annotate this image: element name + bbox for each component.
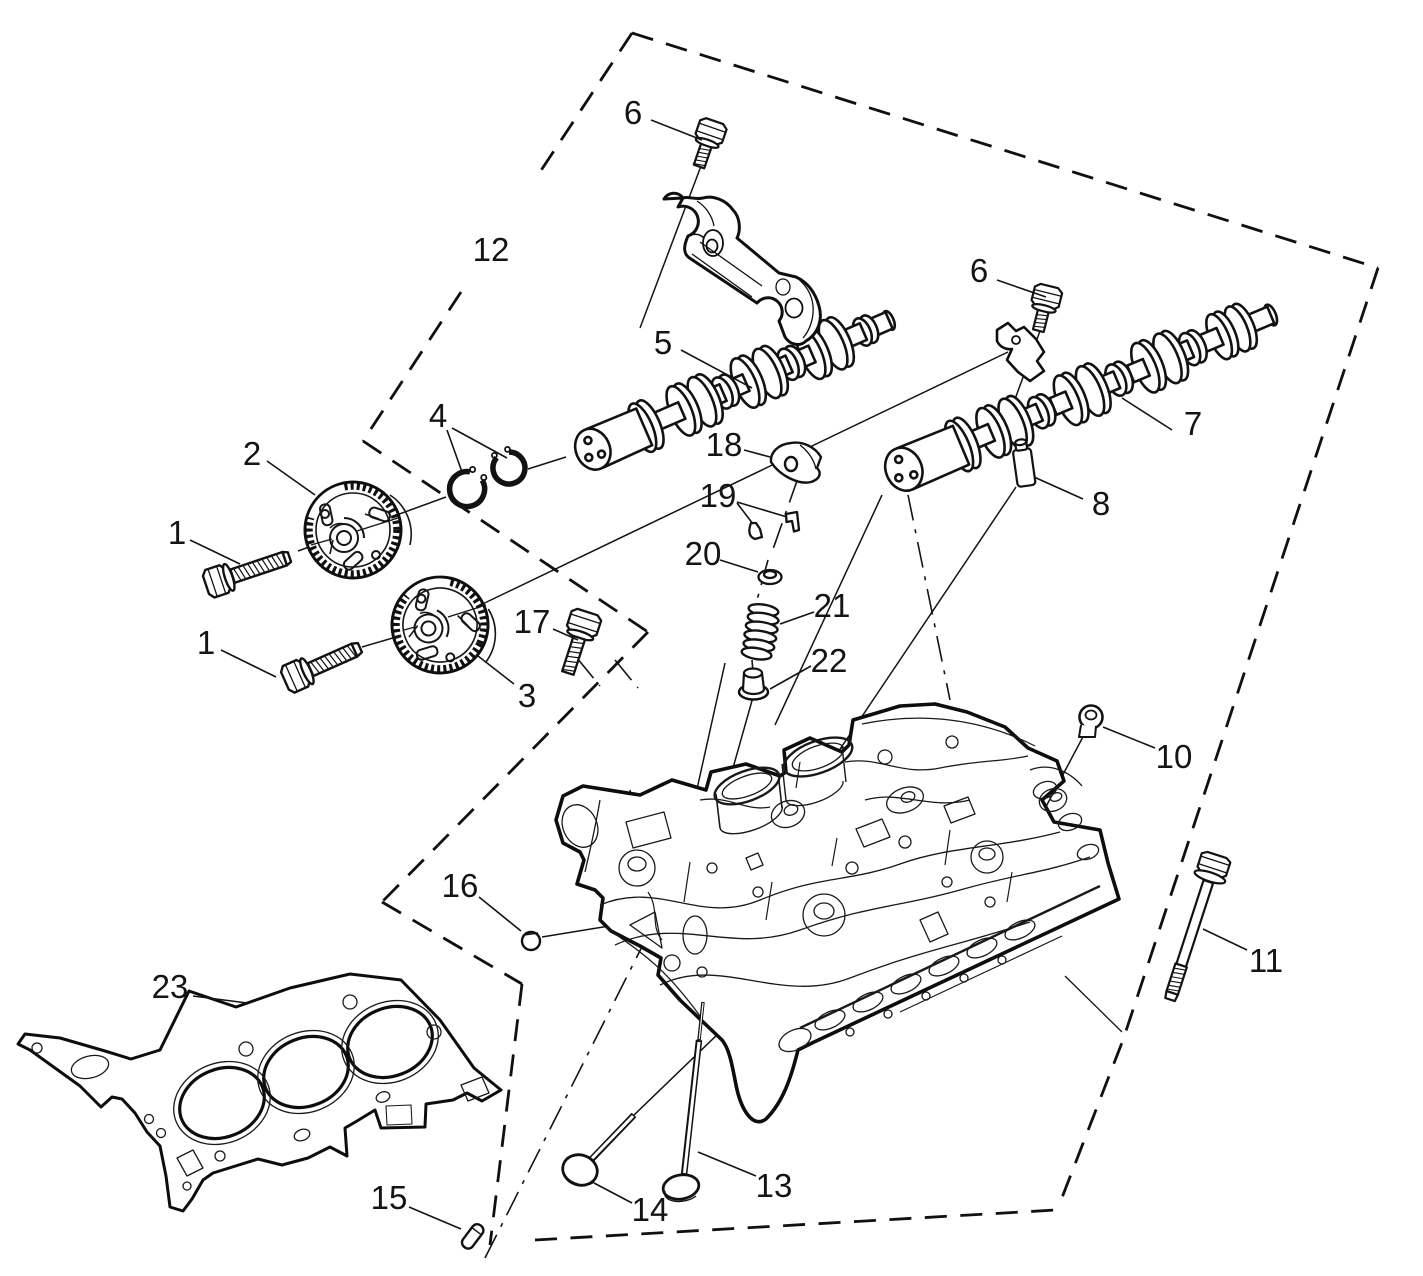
svg-text:16: 16 bbox=[442, 867, 479, 904]
svg-text:6: 6 bbox=[970, 252, 988, 289]
svg-text:2: 2 bbox=[243, 435, 261, 472]
svg-text:21: 21 bbox=[814, 587, 851, 624]
svg-text:3: 3 bbox=[518, 677, 536, 714]
svg-text:1: 1 bbox=[168, 514, 186, 551]
svg-text:22: 22 bbox=[811, 642, 848, 679]
svg-text:13: 13 bbox=[756, 1167, 793, 1204]
svg-text:4: 4 bbox=[429, 397, 447, 434]
svg-text:15: 15 bbox=[371, 1179, 408, 1216]
svg-text:19: 19 bbox=[700, 477, 737, 514]
svg-text:18: 18 bbox=[706, 426, 743, 463]
svg-text:10: 10 bbox=[1156, 738, 1193, 775]
svg-text:1: 1 bbox=[197, 624, 215, 661]
svg-text:7: 7 bbox=[1184, 405, 1202, 442]
svg-text:8: 8 bbox=[1092, 485, 1110, 522]
svg-text:12: 12 bbox=[473, 231, 510, 268]
svg-text:6: 6 bbox=[624, 94, 642, 131]
svg-text:14: 14 bbox=[632, 1191, 669, 1228]
svg-text:23: 23 bbox=[152, 968, 189, 1005]
svg-text:17: 17 bbox=[514, 603, 551, 640]
svg-text:11: 11 bbox=[1249, 942, 1283, 979]
svg-text:5: 5 bbox=[654, 324, 672, 361]
svg-text:20: 20 bbox=[685, 535, 722, 572]
